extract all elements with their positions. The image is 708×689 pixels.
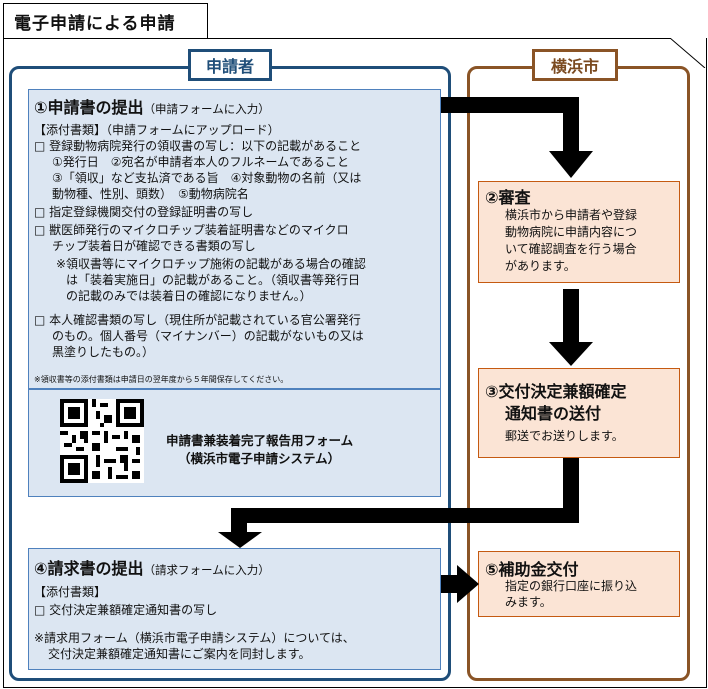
qr-label-2: （横浜市電子申請システム） (178, 451, 341, 466)
step4-box (28, 548, 441, 670)
step1-box (28, 89, 441, 389)
step1-title: ①申請書の提出（申請フォームに入力） (34, 94, 270, 118)
step1-line: ①発行日 ②宛名が申請者本人のフルネームであること (52, 155, 350, 169)
frame-corner (670, 38, 706, 68)
step5-line: 指定の銀行口座に振り込 (505, 579, 638, 593)
step3-heading-1: ③交付決定兼額確定 (485, 382, 627, 401)
step5-line: みます。 (505, 595, 552, 609)
step1-line: チップ装着日が確認できる書類の写し (52, 239, 256, 253)
applicant-label: 申請者 (188, 49, 272, 81)
step1-line: の記載のみでは装着日の確認になりません。） (66, 289, 312, 303)
step1-line: のもの。個人番号（マイナンバー）の記載がないもの又は (52, 329, 364, 343)
step3-heading-2: 通知書の送付 (505, 404, 602, 423)
step1-line: □ 獣医師発行のマイクロチップ装着証明書などのマイクロ (34, 223, 349, 237)
step1-line: □ 本人確認書類の写し（現住所が記載されている官公署発行 (34, 313, 361, 327)
qr-code-icon[interactable] (60, 399, 144, 483)
step1-footnote: ※領収書等の添付書類は申請日の翌年度から５年間保存してください。 (34, 375, 289, 384)
step4-heading: ④請求書の提出 (34, 559, 144, 578)
step1-line: ※領収書等にマイクロチップ施術の記載がある場合の確認 (56, 257, 366, 271)
step3-box (478, 368, 680, 458)
step4-attach-label: 【添付書類】 (34, 585, 107, 599)
diagram-title: 電子申請による申請 (3, 3, 208, 38)
step2-line: 横浜市から申請者や登録 (505, 208, 638, 222)
step4-heading-note: （請求フォームに入力） (143, 563, 270, 577)
step1-heading-note: （申請フォームに入力） (143, 102, 270, 116)
step5-box (478, 551, 680, 617)
step4-title: ④請求書の提出（請求フォームに入力） (34, 555, 270, 579)
step1-line: 動物種、性別、頭数） ⑤動物病院名 (52, 187, 249, 201)
step4-note: ※請求用フォーム（横浜市電子申請システム）については、 (34, 631, 355, 645)
step4-line: □ 交付決定兼額確定通知書の写し (34, 603, 218, 617)
step2-heading: ②審査 (485, 188, 531, 207)
step1-line: 黒塗りしたもの。） (52, 345, 155, 359)
step2-line: いて確認調査を行う場合 (505, 242, 637, 256)
step1-line: □ 登録動物病院発行の領収書の写し：以下の記載があること (34, 139, 362, 153)
step1-line: □ 指定登録機関交付の登録証明書の写し (34, 205, 254, 219)
step1-attach-label: 【添付書類】（申請フォームにアップロード） (34, 123, 280, 137)
step1-line: ③「領収」など支払済である旨 ④対象動物の名前（又は (52, 171, 362, 185)
step3-text: 郵送でお送りします。 (505, 429, 624, 443)
step1-line: は「装着実施日」の記載があること。（領収書等発行日 (66, 273, 361, 287)
qr-label-1: 申請書兼装着完了報告用フォーム (166, 433, 354, 448)
step4-note: 交付決定兼額確定通知書にご案内を同封します。 (48, 647, 311, 661)
step5-heading: ⑤補助金交付 (485, 560, 579, 579)
step2-line: 動物病院に申請内容につ (505, 225, 638, 239)
step2-box (478, 181, 680, 283)
step1-heading: ①申請書の提出 (34, 98, 144, 117)
step2-line: があります。 (505, 259, 576, 273)
city-label: 横浜市 (532, 49, 618, 81)
